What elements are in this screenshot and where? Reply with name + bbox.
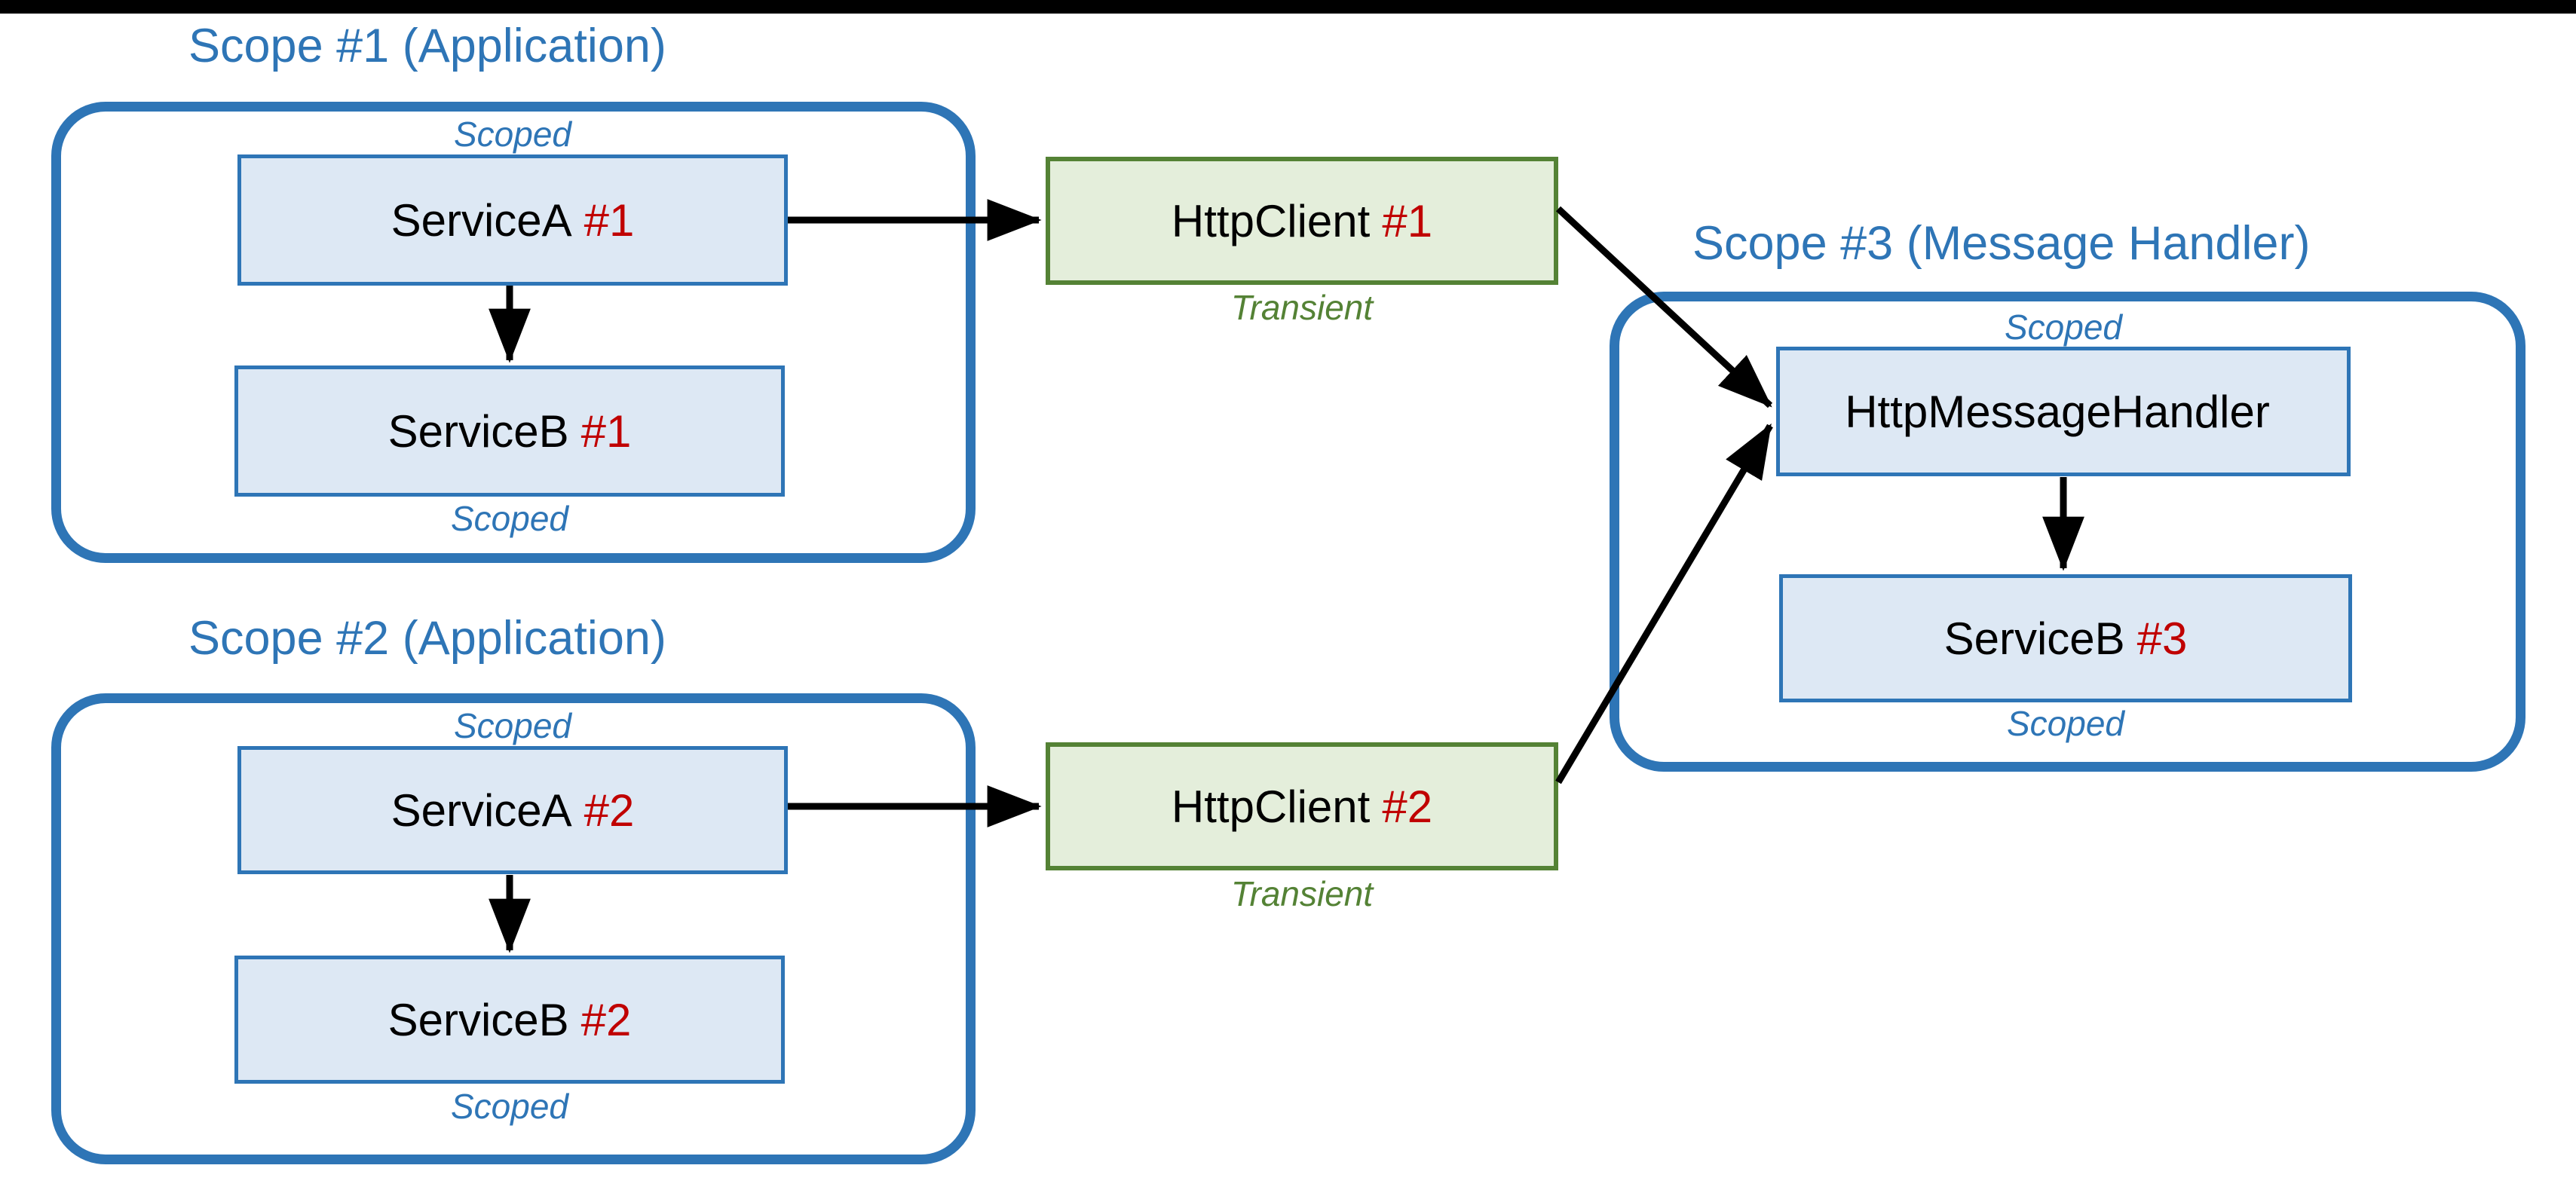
node-serviceB3-number: #3	[2136, 613, 2188, 664]
node-httpclient1-name: HttpClient	[1171, 195, 1371, 246]
node-serviceA2-number: #2	[584, 785, 635, 836]
scope-2-container	[51, 693, 976, 1164]
node-serviceB1[interactable]: ServiceB #1	[234, 365, 785, 497]
node-serviceA2-name: ServiceA	[391, 785, 572, 836]
node-httpclient1-number: #1	[1382, 195, 1433, 246]
scope-3-title: Scope #3 (Message Handler)	[1692, 217, 2311, 270]
node-serviceA1-name: ServiceA	[391, 194, 572, 246]
node-serviceB1-number: #1	[580, 405, 632, 457]
node-serviceB2[interactable]: ServiceB #2	[234, 956, 785, 1084]
serviceA2-lifetime-label: Scoped	[453, 706, 571, 745]
httpclient1-lifetime-label: Transient	[1230, 288, 1374, 327]
handler3-lifetime-label: Scoped	[2004, 307, 2122, 347]
node-serviceB1-name: ServiceB	[387, 405, 569, 457]
node-httpmessagehandler[interactable]: HttpMessageHandler	[1776, 347, 2351, 476]
node-serviceA2[interactable]: ServiceA #2	[237, 746, 788, 874]
node-serviceB2-number: #2	[580, 994, 632, 1045]
top-black-bar	[0, 0, 2576, 14]
node-serviceB2-name: ServiceB	[387, 994, 569, 1045]
node-httpmessagehandler-name: HttpMessageHandler	[1845, 386, 2270, 437]
node-httpclient2-name: HttpClient	[1171, 781, 1371, 832]
scope-1-title: Scope #1 (Application)	[188, 20, 666, 72]
node-httpclient2-number: #2	[1382, 781, 1433, 832]
serviceA1-lifetime-label: Scoped	[453, 115, 571, 154]
serviceB3-lifetime-label: Scoped	[2006, 704, 2124, 743]
serviceB1-lifetime-label: Scoped	[450, 499, 568, 538]
node-serviceB3-name: ServiceB	[1943, 613, 2125, 664]
node-serviceA1[interactable]: ServiceA #1	[237, 154, 788, 286]
node-httpclient1[interactable]: HttpClient #1	[1046, 157, 1558, 285]
node-serviceB3[interactable]: ServiceB #3	[1779, 574, 2352, 702]
scope-2-title: Scope #2 (Application)	[188, 612, 666, 665]
node-serviceA1-number: #1	[584, 194, 635, 246]
node-httpclient2[interactable]: HttpClient #2	[1046, 742, 1558, 870]
serviceB2-lifetime-label: Scoped	[450, 1087, 568, 1126]
httpclient2-lifetime-label: Transient	[1230, 874, 1374, 913]
